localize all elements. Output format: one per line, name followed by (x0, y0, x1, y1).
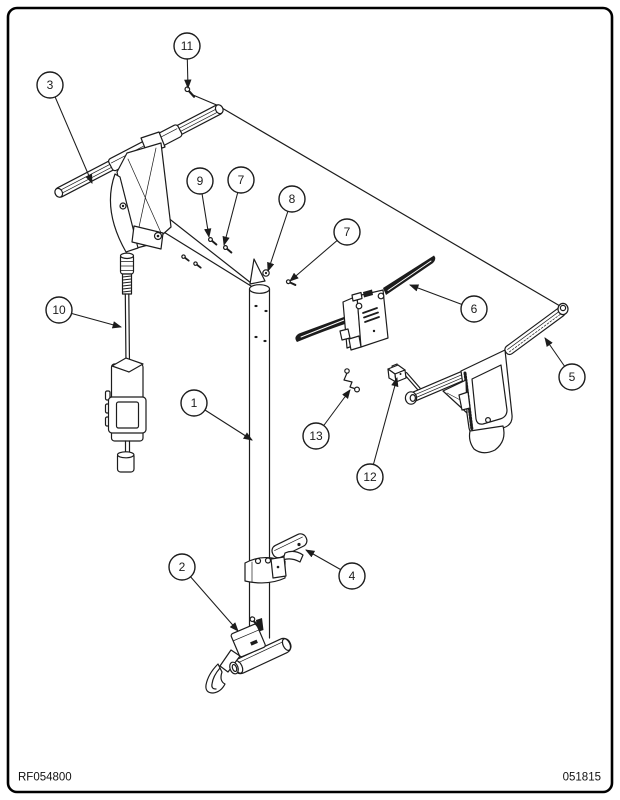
clamp-screw (249, 616, 260, 628)
callout-balloon (356, 463, 384, 491)
callout-balloon (460, 295, 488, 323)
callout-number: 5 (569, 370, 576, 384)
callouts-layer: 3 11 9 7 8 7 6 5 10 1 13 12 2 4 (36, 32, 586, 632)
lever-hook (205, 663, 226, 694)
callout-number: 4 (349, 569, 356, 583)
callout-leader-line (369, 376, 399, 478)
callout-item-2: 2 (168, 553, 239, 632)
guard-window (471, 364, 508, 425)
support-bracket (244, 533, 308, 584)
callout-balloon (173, 32, 201, 60)
callout-leader-line (181, 566, 239, 632)
pole-gusset (249, 258, 266, 285)
handset-window (115, 401, 140, 429)
unit-bottom-tab (348, 335, 362, 351)
screw-on-line-1 (181, 254, 190, 262)
bracket-fin (109, 173, 139, 253)
callout-item-11: 11 (173, 32, 201, 90)
handset-assembly (104, 252, 147, 473)
callout-number: 6 (471, 302, 478, 316)
callout-balloon (168, 553, 196, 581)
callout-balloon (186, 167, 214, 195)
screw-on-line-2 (193, 261, 202, 269)
callout-balloon (45, 296, 73, 324)
screw-item-11 (184, 86, 196, 98)
mast-pole (248, 258, 271, 642)
page-border (6, 6, 614, 794)
clamp-lever (219, 649, 241, 673)
doc-revision-code: 051815 (563, 772, 601, 784)
callout-item-5: 5 (544, 337, 586, 391)
curved-hanger-bar (404, 302, 569, 454)
retainer-clip (343, 368, 361, 393)
callout-item-7: 7 (222, 166, 255, 247)
callout-item-10: 10 (45, 296, 123, 329)
callout-item-12: 12 (356, 376, 399, 491)
doc-number: RF054800 (18, 772, 72, 784)
callout-number: 8 (289, 192, 296, 206)
callout-balloon (227, 166, 255, 194)
callout-number: 3 (47, 78, 54, 92)
guard-foot (468, 425, 505, 454)
callout-number: 10 (52, 303, 66, 317)
callout-balloon (333, 218, 361, 246)
callout-item-7: 7 (289, 218, 361, 282)
bracket-hinge-piece (282, 550, 304, 563)
callout-number: 2 (179, 560, 186, 574)
clamp-block (230, 623, 266, 658)
callout-item-6: 6 (409, 284, 488, 323)
hanger-bar-assembly (54, 104, 224, 253)
screw-item-9 (207, 237, 218, 246)
callout-item-9: 9 (186, 167, 214, 239)
callout-number: 11 (181, 39, 194, 53)
handset-rod (124, 293, 127, 365)
callout-item-13: 13 (302, 389, 351, 450)
callout-number: 9 (197, 174, 204, 188)
callout-number: 7 (238, 173, 245, 187)
handset-thread (121, 273, 133, 295)
callout-number: 7 (344, 225, 351, 239)
callout-balloon (36, 71, 64, 99)
handset-top-face (111, 357, 144, 373)
callout-item-1: 1 (180, 389, 253, 441)
callout-item-4: 4 (305, 549, 366, 590)
callout-balloon (278, 185, 306, 213)
callout-balloon (180, 389, 208, 417)
callout-number: 12 (363, 470, 377, 484)
callout-number: 1 (191, 396, 198, 410)
callout-balloon (302, 422, 330, 450)
callout-balloon (338, 562, 366, 590)
base-clamp-assembly (205, 616, 292, 694)
screw-item-7a (222, 245, 233, 254)
callout-item-3: 3 (36, 71, 93, 184)
callout-number: 13 (309, 429, 323, 443)
swivel-unit (295, 255, 436, 351)
callout-item-8: 8 (267, 185, 306, 272)
callout-balloon (558, 363, 586, 391)
unit-side-knob (339, 328, 351, 341)
callout-leader-line (49, 84, 93, 184)
